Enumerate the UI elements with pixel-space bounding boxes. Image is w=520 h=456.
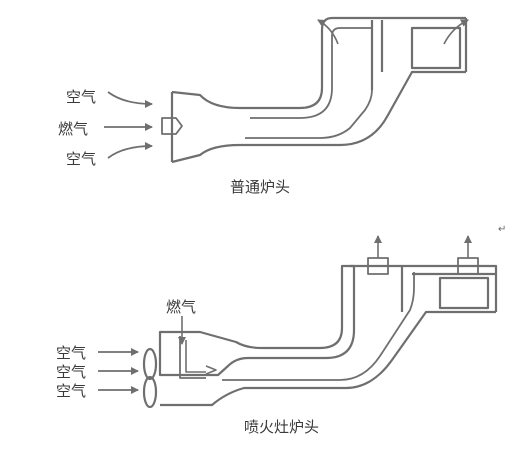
bottom-duct-inner-wall — [222, 272, 415, 381]
bottom-caption: 喷火灶炉头 — [244, 418, 319, 436]
bottom-air-label-2: 空气 — [56, 363, 86, 381]
bottom-input-arrows — [98, 348, 139, 394]
bottom-outlet-box — [438, 276, 490, 310]
top-gas-label: 燃气 — [58, 120, 88, 138]
bottom-gas-pipe-inner — [185, 340, 206, 373]
top-outlet-arrow-left — [317, 19, 339, 45]
bottom-top-frame — [350, 264, 498, 312]
top-air-label-1: 空气 — [66, 88, 96, 106]
fan-blade-bottom — [142, 375, 158, 409]
fan-blade-top — [142, 347, 158, 381]
bottom-duct-lower-wall — [160, 310, 496, 407]
return-mark: ↵ — [498, 224, 506, 235]
top-air-arrow-2 — [107, 142, 153, 159]
bottom-air-label-3: 空气 — [56, 382, 86, 400]
top-outlet-arrow-right — [443, 19, 469, 45]
bottom-nozzle — [205, 365, 217, 375]
top-air-arrow-1 — [107, 91, 153, 108]
top-caption: 普通炉头 — [230, 178, 290, 196]
bottom-gas-pipe — [179, 336, 206, 379]
bottom-gas-label: 燃气 — [166, 298, 196, 316]
top-gas-nozzle — [161, 117, 183, 135]
bottom-air-label-1: 空气 — [56, 344, 86, 362]
top-duct-lower-wall — [171, 70, 466, 164]
bottom-burner-diagram — [142, 257, 498, 409]
top-duct-inner-wall — [245, 27, 373, 139]
bottom-outlet-arrows — [178, 235, 472, 345]
bottom-chamber — [158, 264, 356, 377]
top-burner-diagram — [161, 16, 469, 164]
top-input-arrows — [104, 91, 153, 159]
top-air-label-2: 空气 — [66, 150, 96, 168]
top-duct-upper-wall — [171, 16, 466, 110]
top-outlet-box — [410, 26, 462, 70]
